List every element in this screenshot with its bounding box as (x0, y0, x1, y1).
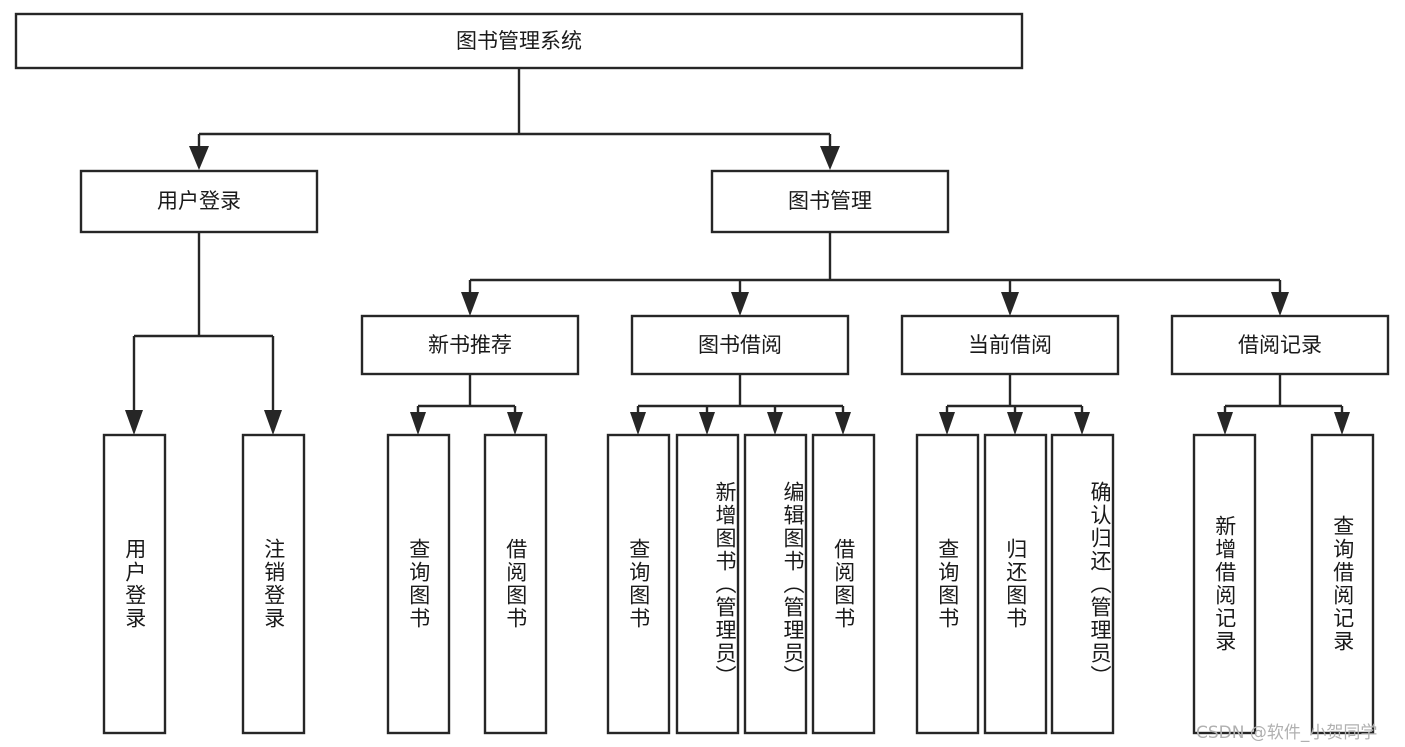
node-leaf-user-login-box[interactable] (102, 433, 167, 735)
connector-group-current-borrow (939, 374, 1090, 435)
arrow-leaf-query-book-3 (939, 412, 955, 435)
csdn-watermark: CSDN @软件_小贺同学 (1196, 723, 1378, 743)
node-borrow-record-label: 借阅记录 (1238, 333, 1322, 357)
arrow-leaf-borrow-book-1 (507, 412, 523, 435)
node-user-login-label: 用户登录 (157, 189, 241, 213)
connector-group-root (189, 68, 840, 170)
node-new-book-recommend-label: 新书推荐 (428, 333, 512, 357)
arrow-leaf-confirm-return-admin (1074, 412, 1090, 435)
connector-group-book-borrow (630, 374, 851, 435)
arrow-leaf-user-logout (264, 410, 282, 435)
node-root-label: 图书管理系统 (456, 29, 582, 53)
connector-group-borrow-record (1217, 374, 1350, 435)
arrow-leaf-add-borrow-record (1217, 412, 1233, 435)
arrow-leaf-return-book (1007, 412, 1023, 435)
node-leaf-query-book-2-box[interactable] (606, 433, 671, 735)
node-leaf-user-logout-box[interactable] (241, 433, 306, 735)
arrow-leaf-query-book-2 (630, 412, 646, 435)
node-leaf-return-book-box[interactable] (983, 433, 1048, 735)
node-book-borrow-box[interactable] (630, 314, 850, 376)
node-leaf-borrow-book-2-box[interactable] (811, 433, 876, 735)
node-leaf-add-book-admin-box[interactable] (675, 433, 740, 735)
node-new-book-recommend-box[interactable] (360, 314, 580, 376)
arrow-leaf-edit-book-admin (767, 412, 783, 435)
arrow-to-book-borrow (731, 292, 749, 316)
connector-group-user-login (125, 232, 282, 435)
node-root-box[interactable] (14, 12, 1024, 70)
connector-group-book-management (461, 232, 1289, 316)
connector-group-new-book-recommend (410, 374, 523, 435)
arrow-to-current-borrow (1001, 292, 1019, 316)
arrow-leaf-borrow-book-2 (835, 412, 851, 435)
arrow-to-user-login (189, 146, 209, 170)
node-leaf-add-borrow-record-box[interactable] (1192, 433, 1257, 735)
node-leaf-confirm-return-admin-box[interactable] (1050, 433, 1115, 735)
node-current-borrow-label: 当前借阅 (968, 333, 1052, 357)
node-book-management-label: 图书管理 (788, 189, 872, 213)
node-leaf-query-book-3-box[interactable] (915, 433, 980, 735)
node-current-borrow-box[interactable] (900, 314, 1120, 376)
arrow-to-borrow-record (1271, 292, 1289, 316)
arrow-leaf-query-book-1 (410, 412, 426, 435)
arrow-leaf-query-borrow-record (1334, 412, 1350, 435)
arrow-to-new-book-recommend (461, 292, 479, 316)
arrow-leaf-user-login (125, 410, 143, 435)
node-book-borrow-label: 图书借阅 (698, 333, 782, 357)
arrow-to-book-management (820, 146, 840, 170)
node-user-login-box[interactable] (79, 169, 319, 234)
node-leaf-borrow-book-1-box[interactable] (483, 433, 548, 735)
arrow-leaf-add-book-admin (699, 412, 715, 435)
node-borrow-record-box[interactable] (1170, 314, 1390, 376)
node-leaf-edit-book-admin-box[interactable] (743, 433, 808, 735)
node-book-management-box[interactable] (710, 169, 950, 234)
node-leaf-query-borrow-record-box[interactable] (1310, 433, 1375, 735)
node-leaf-query-book-1-box[interactable] (386, 433, 451, 735)
